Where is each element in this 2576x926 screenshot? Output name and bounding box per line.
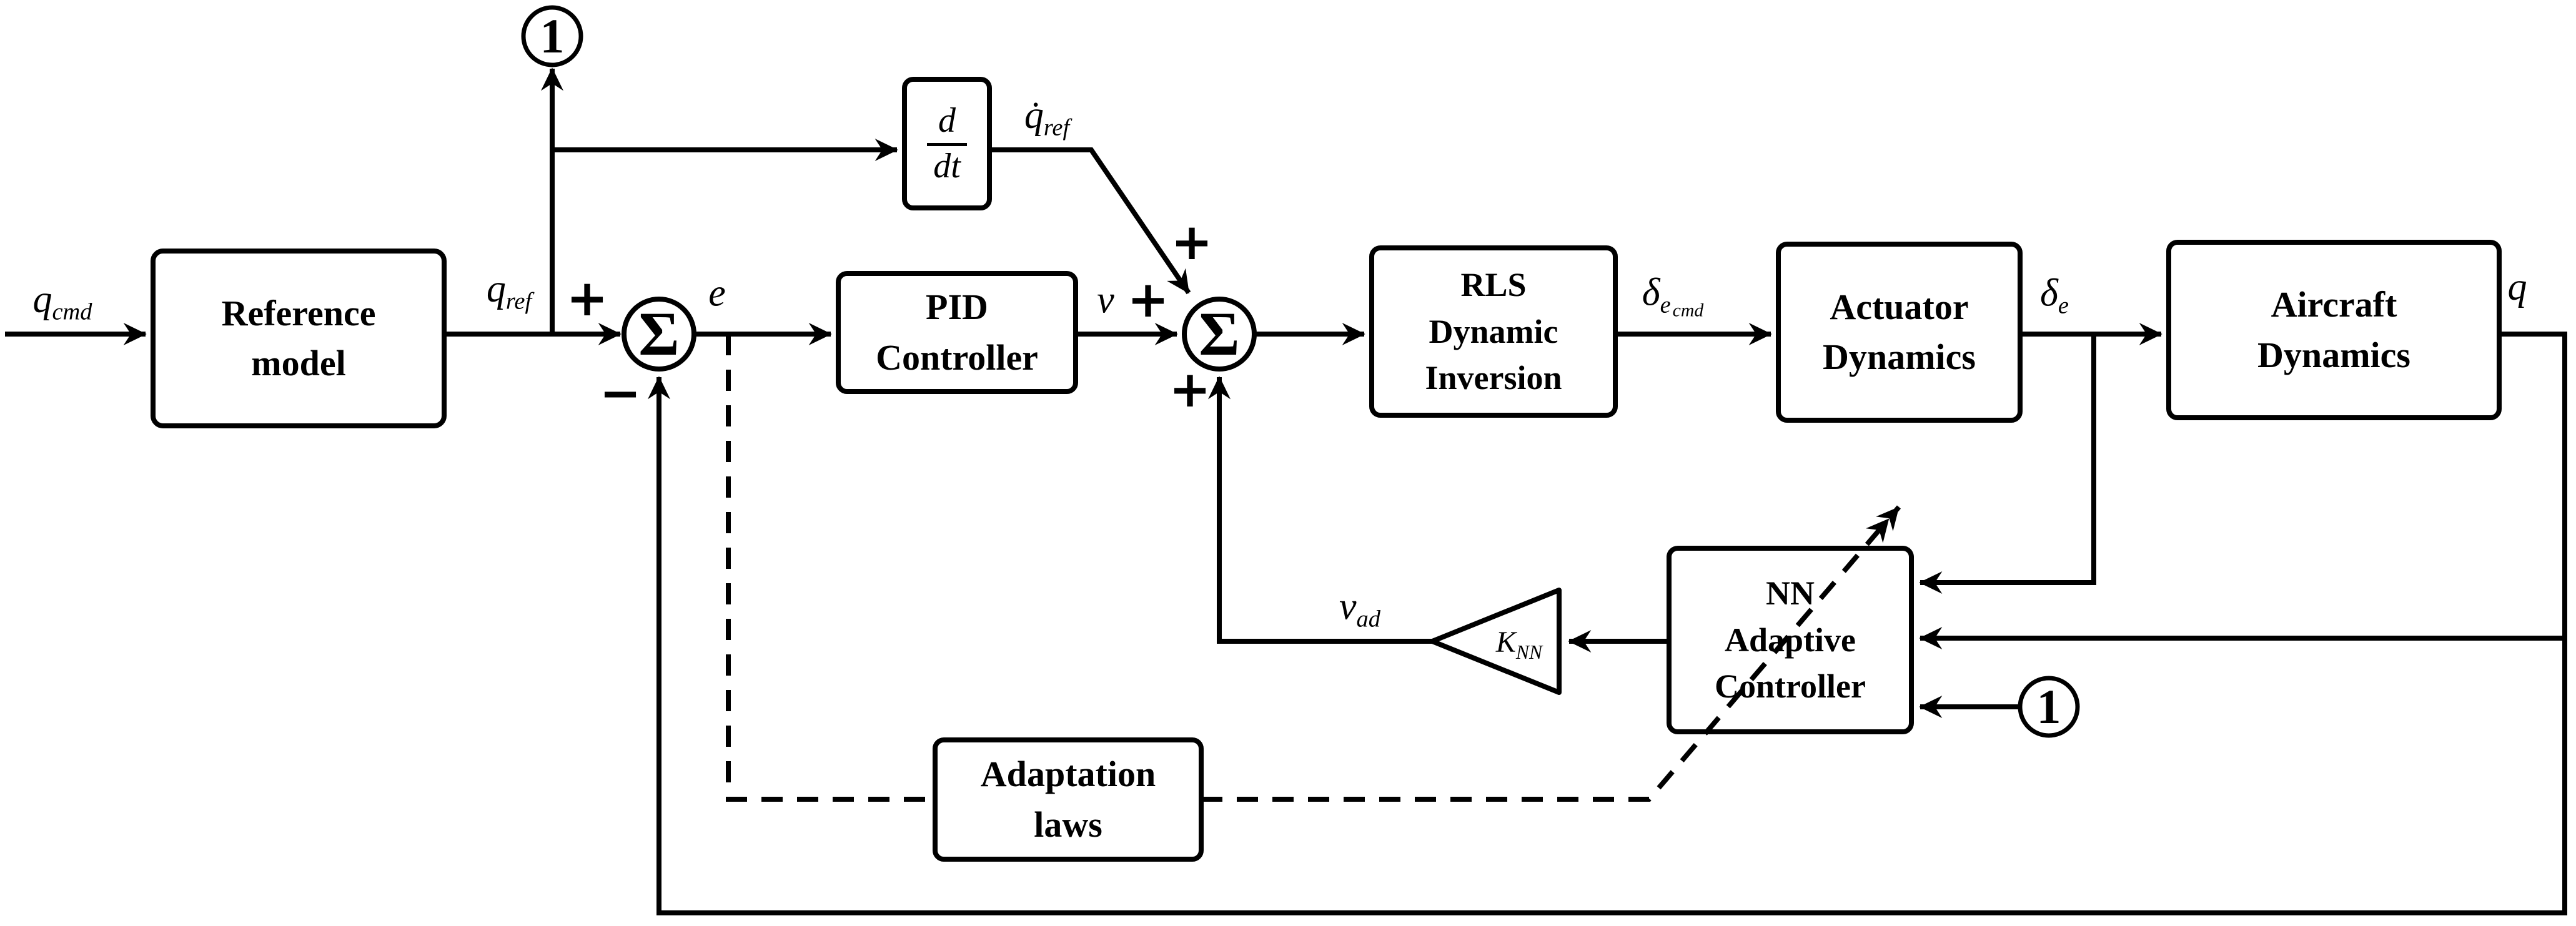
wire-adaptation-to-nn-dashed [1201,505,1901,802]
rls-dynamic-inversion-box [1369,245,1618,418]
sum1-circle [622,297,696,372]
wire-q-feedback-to-sum1 [647,332,2567,915]
aircraft-dynamics-box [2166,240,2502,420]
nn-adaptive-controller-box [1667,546,1914,734]
wire-nuad-to-sum2 [1207,376,1432,644]
node1-bias-circle [2018,676,2080,738]
reference-model-box [151,249,447,428]
derivative-box [902,77,992,210]
knn-gain-triangle [1430,588,1562,695]
node1-top-circle [521,5,583,67]
wire-deltae-to-nn [1919,334,2096,594]
pid-controller-box [836,271,1078,394]
sum2-circle [1182,297,1257,372]
wire-qdotref-to-sum2 [989,147,1191,295]
wire-error-to-adaptation-dashed [726,334,933,802]
actuator-dynamics-box [1776,242,2023,423]
adaptation-laws-box [933,737,1204,862]
